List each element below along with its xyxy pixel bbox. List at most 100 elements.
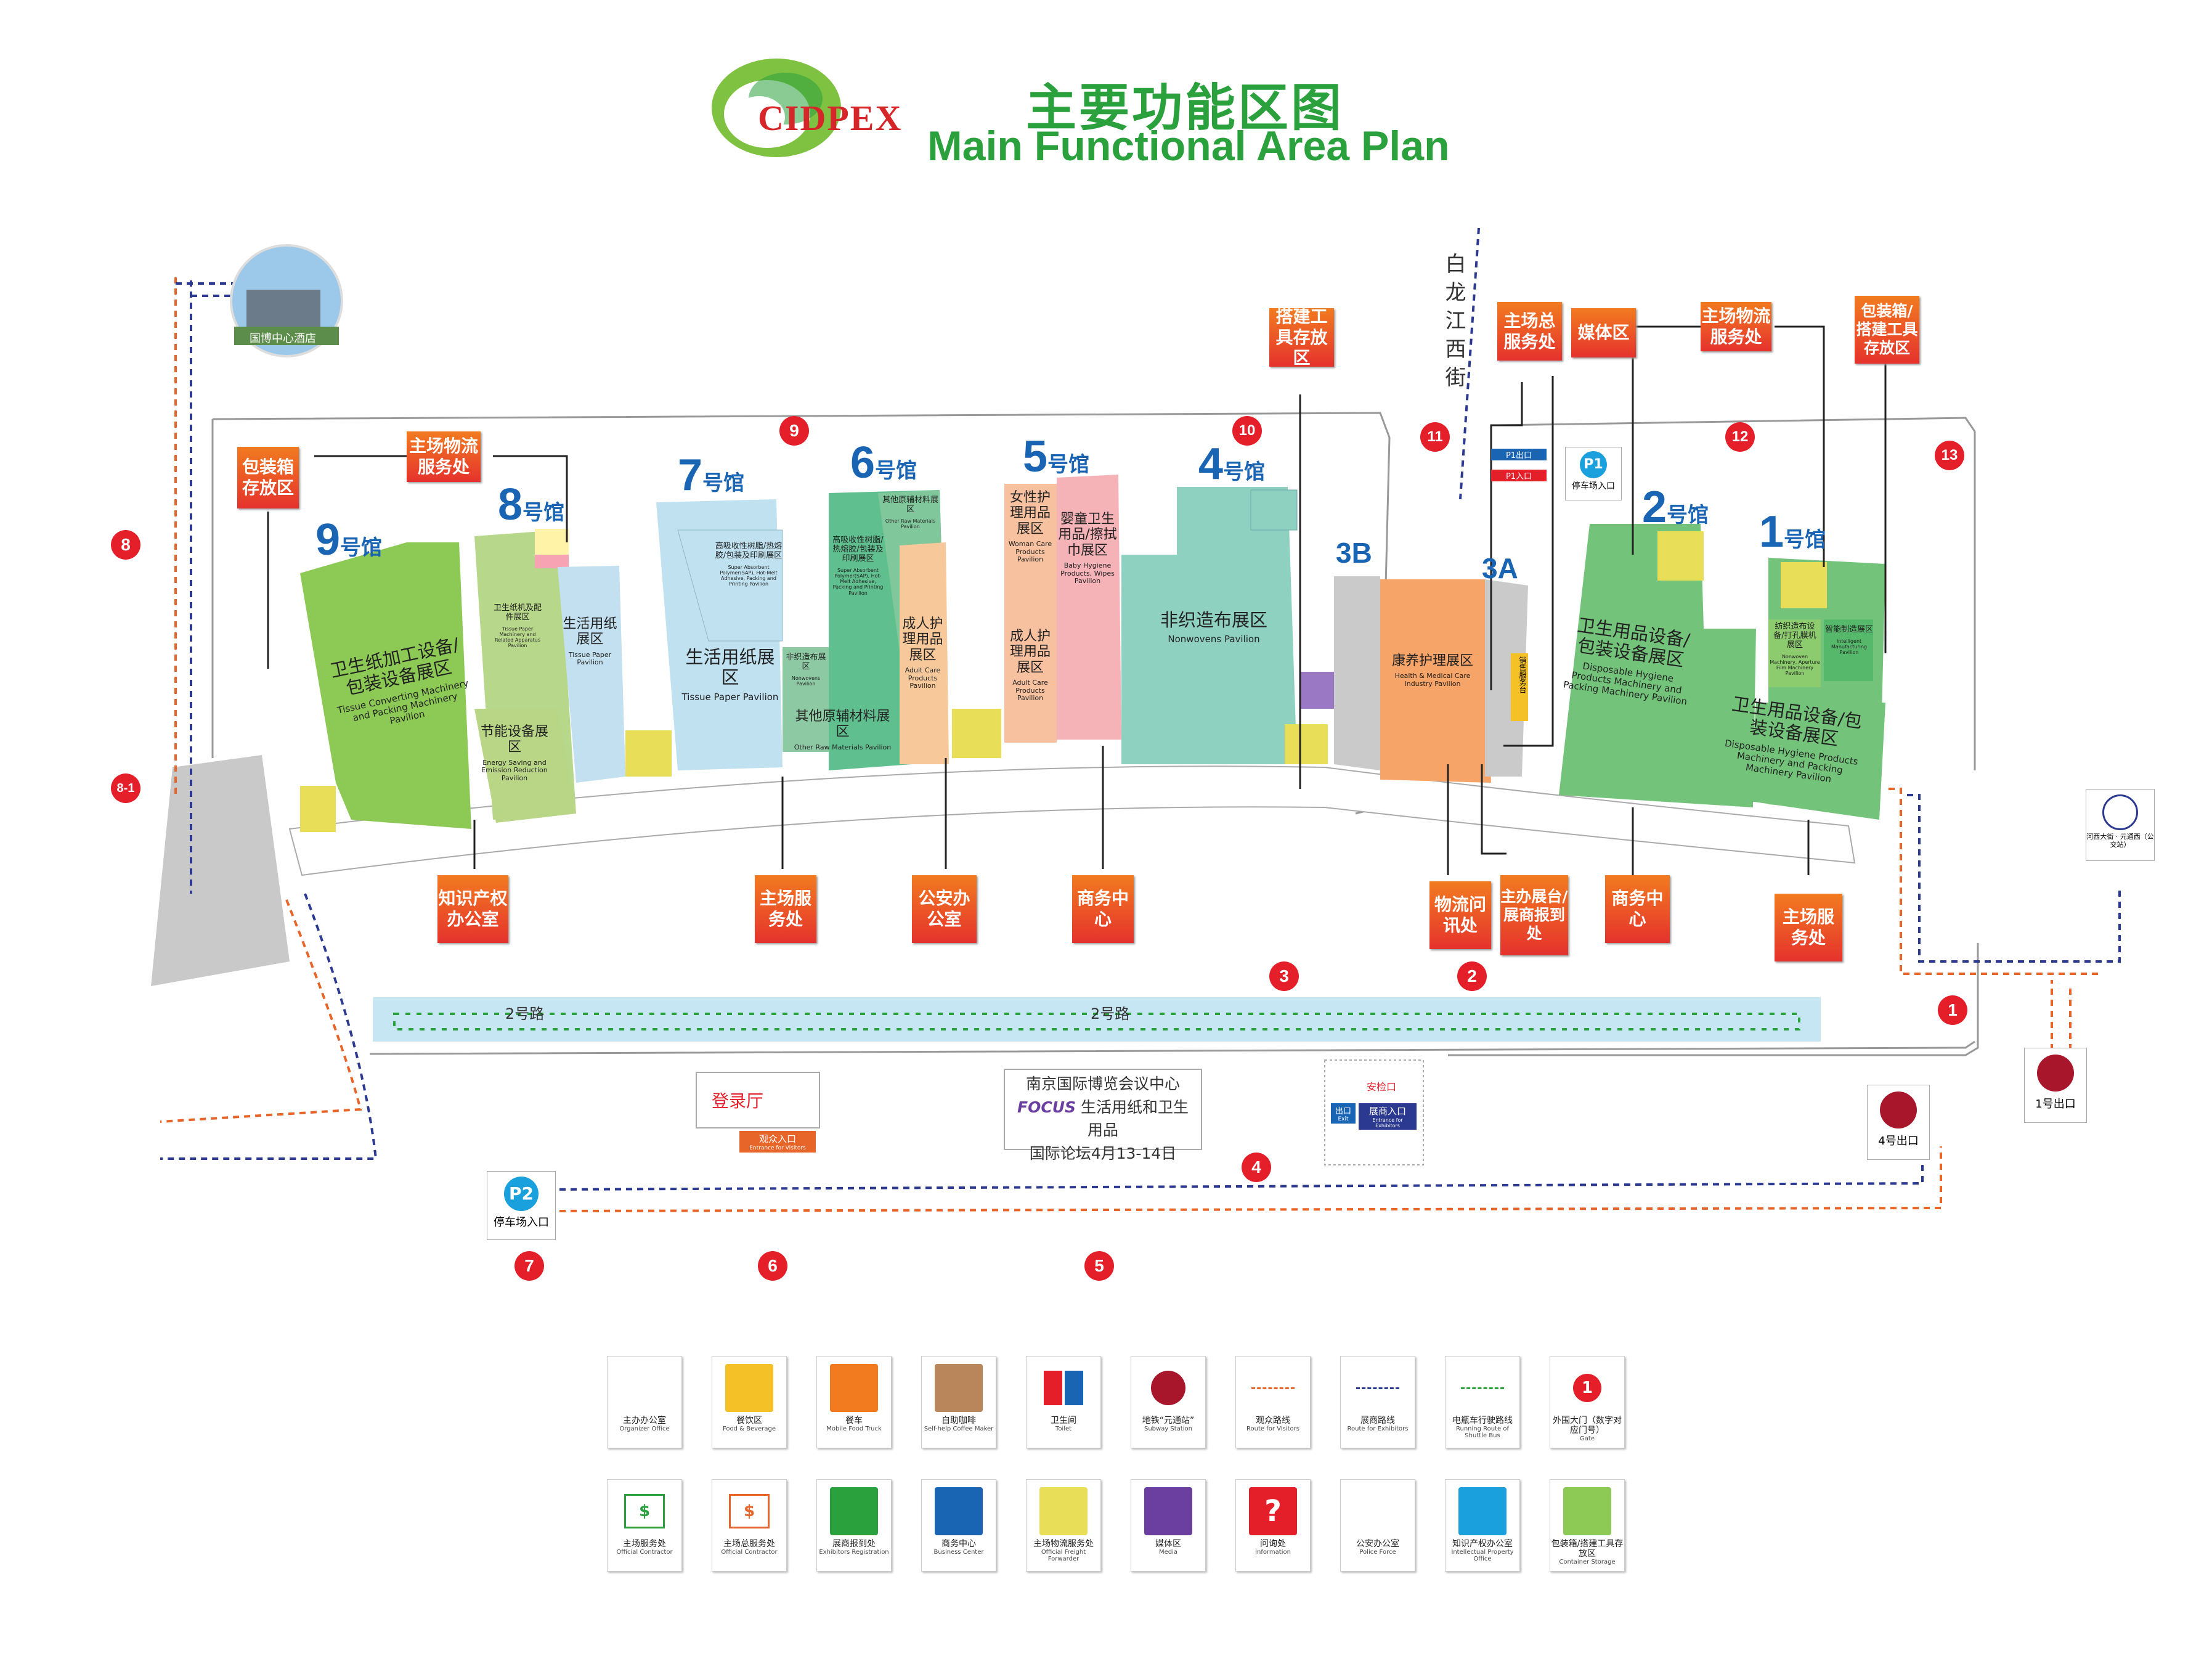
hall-4-label: 4号馆 [1198, 439, 1266, 489]
p1-exit[interactable]: P1出口 [1491, 449, 1547, 460]
legend-label-en: Information [1255, 1549, 1291, 1556]
legend-label: 外围大门（数字对应门号） [1553, 1416, 1622, 1436]
parking-entrance-1[interactable]: P1 停车场入口 [1565, 447, 1622, 500]
legend-label-en: Official Contractor [721, 1549, 778, 1556]
sales-desk: 销售服务台 [1518, 656, 1527, 693]
media-area[interactable]: 媒体区 [1571, 308, 1636, 357]
subway-icon [1144, 1364, 1192, 1412]
legend-label: 主场服务处 [623, 1539, 666, 1549]
legend-label-en: Official Contractor [616, 1549, 673, 1556]
business-icon [935, 1487, 983, 1535]
container-icon [1563, 1487, 1611, 1535]
logo-text: CIDPEX [758, 98, 903, 138]
legend-label-en: Running Route of Shuttle Bus [1455, 1426, 1509, 1440]
freight-service-1[interactable]: 主场物流服务处 [407, 431, 481, 482]
gate-icon: 1 [1563, 1364, 1611, 1412]
page-title: 主要功能区图 [1026, 79, 1344, 137]
gate-10[interactable]: 10 [1232, 416, 1262, 446]
legend-label: 问询处 [1260, 1539, 1286, 1549]
general-service[interactable]: 主场总服务处 [1497, 302, 1562, 361]
coffee-icon [935, 1364, 983, 1412]
road-2-left: 2号路 [505, 1005, 545, 1022]
legend-label: 展商报到处 [832, 1539, 876, 1549]
legend-item: 地铁“元通站”Subway Station [1131, 1356, 1206, 1448]
gate-6[interactable]: 6 [758, 1251, 787, 1281]
hall-6-label: 6号馆 [850, 438, 917, 488]
business-center-2[interactable]: 商务中心 [1605, 875, 1670, 943]
bus-stop[interactable]: 河西大街 · 元通西（公交站） [2086, 789, 2155, 861]
gate-3[interactable]: 3 [1269, 961, 1299, 991]
gate-1[interactable]: 1 [1938, 995, 1967, 1025]
p1-entry[interactable]: P1入口 [1491, 470, 1547, 481]
general-contractor-icon: $ [725, 1487, 773, 1535]
gate-2[interactable]: 2 [1457, 961, 1487, 991]
gate-13[interactable]: 13 [1935, 441, 1964, 470]
container-storage-1[interactable]: 包装箱存放区 [237, 447, 299, 508]
legend-label-en: Gate [1580, 1435, 1595, 1443]
gate-8[interactable]: 8 [111, 530, 140, 560]
hall-8-label: 8号馆 [498, 480, 565, 529]
legend-label-en: Container Storage [1559, 1559, 1616, 1566]
police-office[interactable]: 公安办公室 [912, 875, 977, 943]
gate-12[interactable]: 12 [1725, 422, 1755, 452]
legend-label: 主场总服务处 [723, 1539, 775, 1549]
info-icon: ? [1249, 1487, 1297, 1535]
legend-label: 餐饮区 [736, 1416, 762, 1426]
legend-label-en: Exhibitors Registration [819, 1549, 889, 1556]
ip-office[interactable]: 知识产权办公室 [437, 875, 508, 943]
exhibitor-route-icon [1354, 1364, 1402, 1412]
contractor-service-2[interactable]: 主场服务处 [1775, 894, 1842, 961]
legend-label-en: Self-help Coffee Maker [924, 1426, 994, 1433]
legend-label: 地铁“元通站” [1142, 1416, 1195, 1426]
ip-icon [1458, 1487, 1507, 1535]
subway-exit-4[interactable]: 4号出口 [1867, 1085, 1930, 1160]
business-center-1[interactable]: 商务中心 [1072, 875, 1134, 943]
freight-service-2[interactable]: 主场物流服务处 [1701, 302, 1771, 351]
media-icon [1144, 1487, 1192, 1535]
legend-label: 餐车 [845, 1416, 863, 1426]
registration-icon [830, 1487, 878, 1535]
legend-label: 电瓶车行驶路线 [1452, 1416, 1513, 1426]
gate-9[interactable]: 9 [779, 416, 809, 446]
legend-label: 主场物流服务处 [1033, 1539, 1094, 1549]
gate-4[interactable]: 4 [1242, 1153, 1271, 1182]
parking-entrance-2[interactable]: P2 停车场入口 [487, 1171, 556, 1240]
contractor-icon: $ [620, 1487, 669, 1535]
gate-7[interactable]: 7 [514, 1251, 544, 1281]
legend-label-en: Business Center [933, 1549, 984, 1556]
container-storage-2[interactable]: 包装箱/搭建工具存放区 [1855, 296, 1919, 364]
legend-label-en: Organizer Office [619, 1426, 670, 1433]
hall-2-label: 2号馆 [1642, 483, 1709, 532]
gate-11[interactable]: 11 [1420, 422, 1450, 452]
gate-5[interactable]: 5 [1084, 1251, 1114, 1281]
logistics-info[interactable]: 物流问讯处 [1429, 881, 1491, 949]
contractor-service-1[interactable]: 主场服务处 [755, 875, 816, 943]
legend-label: 知识产权办公室 [1452, 1539, 1513, 1549]
gate-8-1[interactable]: 8-1 [111, 773, 140, 803]
tool-storage[interactable]: 搭建工具存放区 [1269, 306, 1334, 368]
legend-label-en: Subway Station [1144, 1426, 1192, 1433]
exhibitor-registration[interactable]: 主办展台/展商报到处 [1500, 875, 1568, 955]
subway-exit-1[interactable]: 1号出口 [2024, 1048, 2087, 1123]
